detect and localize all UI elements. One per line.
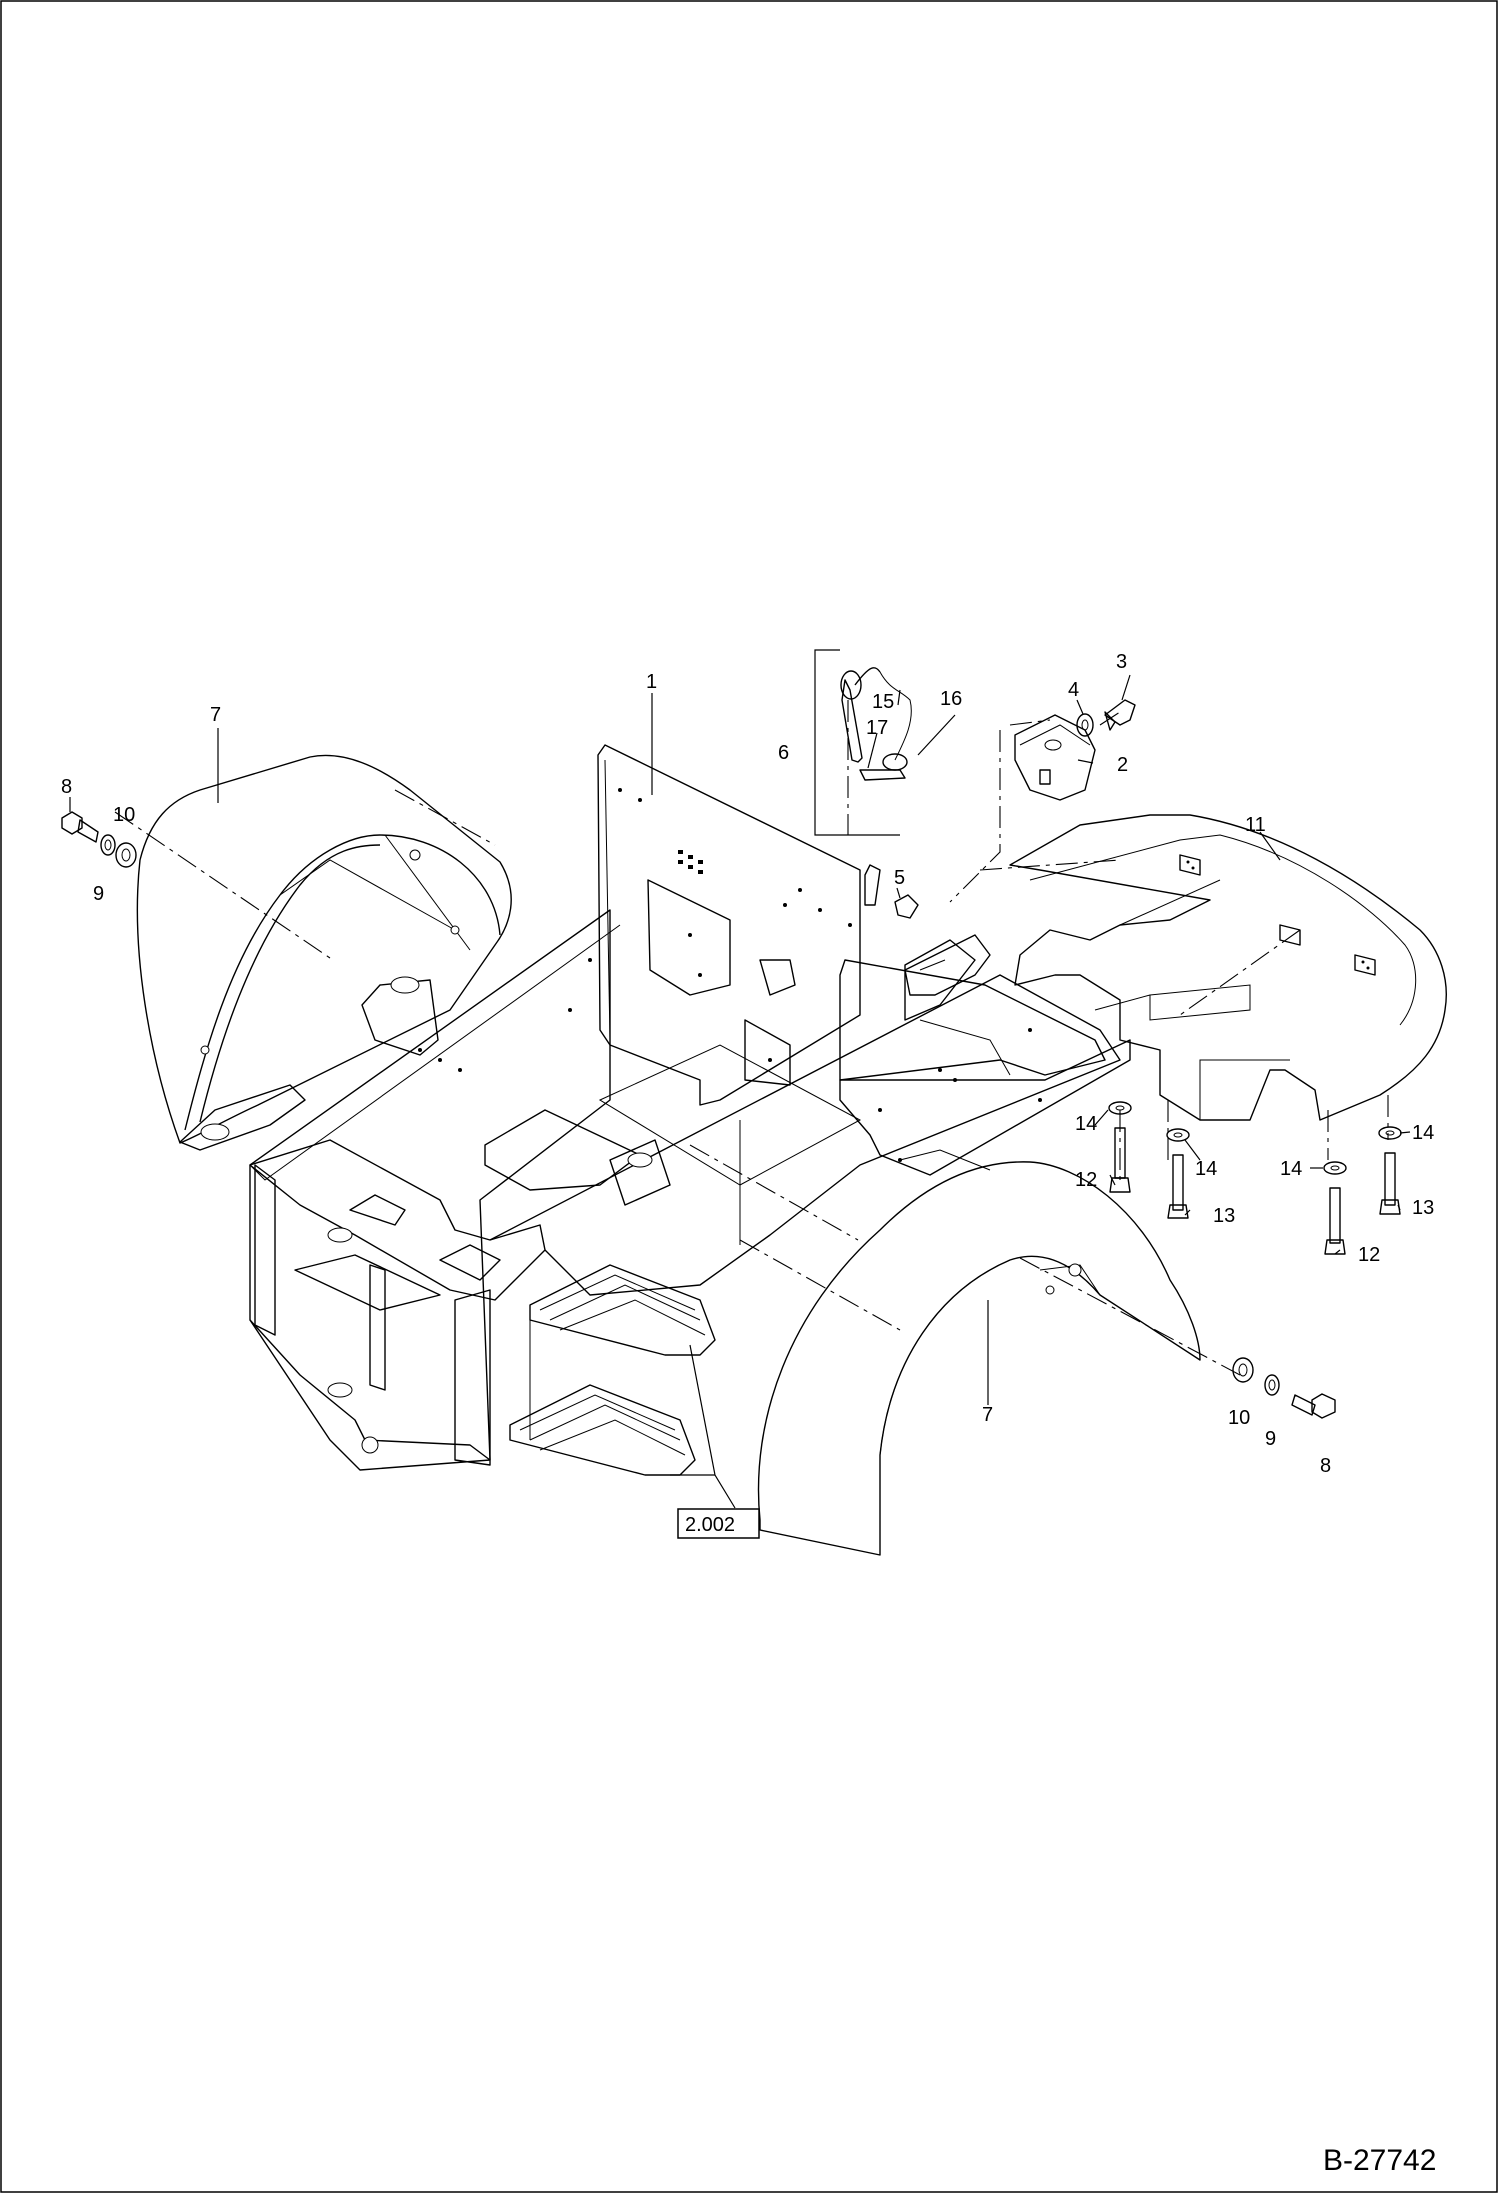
- leader-lines: [69, 674, 1411, 1509]
- callout-10-right: 10: [1228, 1407, 1250, 1429]
- callout-7-left: 7: [210, 704, 221, 726]
- assembly-lines: [114, 700, 1389, 1376]
- fasteners: [61, 811, 1402, 1419]
- callout-14-d: 14: [1412, 1122, 1434, 1144]
- callout-15: 15: [872, 691, 894, 713]
- right-fender: [757, 1161, 1201, 1556]
- callout-12-b: 12: [1358, 1244, 1380, 1266]
- callout-3: 3: [1116, 651, 1127, 673]
- callout-13-b: 13: [1412, 1197, 1434, 1219]
- callout-14-b: 14: [1195, 1158, 1217, 1180]
- main-frame: [249, 744, 1131, 1471]
- callout-7-right: 7: [982, 1404, 993, 1426]
- pin-assembly: [814, 649, 1136, 996]
- callout-11: 11: [1245, 814, 1266, 836]
- callout-14-c: 14: [1280, 1158, 1302, 1180]
- steps: [509, 1264, 716, 1476]
- callout-2: 2: [1117, 754, 1128, 776]
- reference-box-label: 2.002: [685, 1514, 735, 1536]
- callout-1: 1: [646, 671, 657, 693]
- callout-8-left: 8: [61, 776, 72, 798]
- callout-labels: 1 2 3 4 5 6 7 7 8 8 9 9 10 10 11 12 12 1…: [61, 651, 1434, 1477]
- callout-6: 6: [778, 742, 789, 764]
- callout-9-right: 9: [1265, 1428, 1276, 1450]
- callout-5: 5: [894, 867, 905, 889]
- callout-8-right: 8: [1320, 1455, 1331, 1477]
- callout-10-left: 10: [113, 804, 135, 826]
- reference-box[interactable]: 2.002: [677, 1508, 760, 1539]
- drawing-number: B-27742: [1323, 2144, 1436, 2177]
- callout-4: 4: [1068, 679, 1079, 701]
- left-fender: [136, 754, 512, 1151]
- callout-9-left: 9: [93, 883, 104, 905]
- callout-14-a: 14: [1075, 1113, 1097, 1135]
- callout-16: 16: [940, 688, 962, 710]
- rear-hood: [1009, 814, 1447, 1121]
- callout-12-a: 12: [1075, 1169, 1097, 1191]
- callout-13-a: 13: [1213, 1205, 1235, 1227]
- callout-17: 17: [866, 717, 888, 739]
